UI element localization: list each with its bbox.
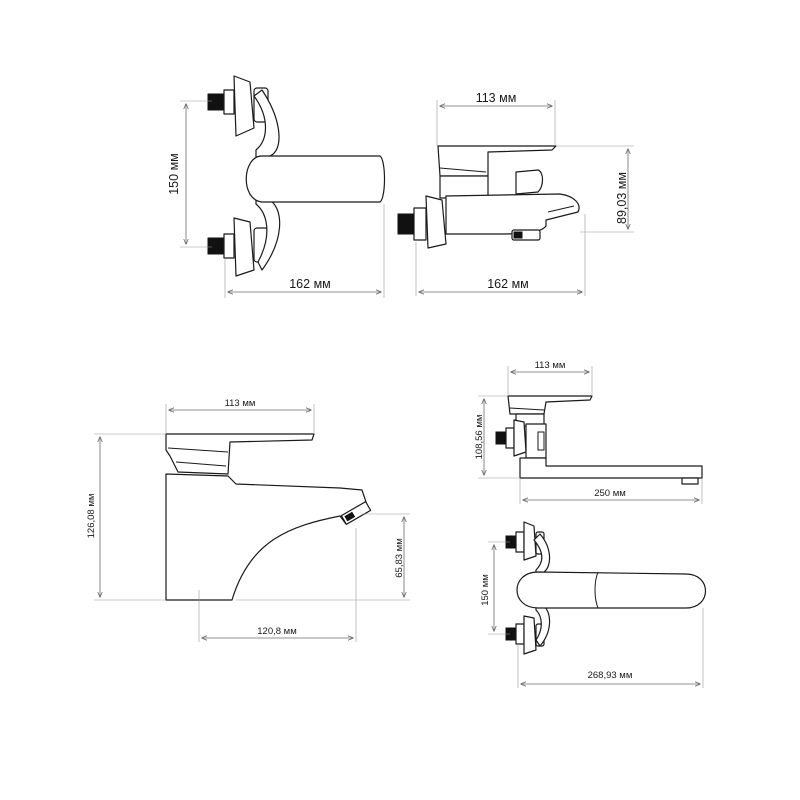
dim-side-height-label: 89,03 мм (615, 172, 629, 224)
dim-basin-height-label: 126,08 мм (86, 494, 97, 539)
long-spout-mixer-side-view: 113 мм 108,56 мм 250 мм (474, 360, 703, 504)
dim-long-front-width-label: 268,93 мм (588, 670, 633, 681)
dim-front-height-label: 150 мм (167, 153, 181, 195)
upper-eccentric-connector (207, 75, 269, 137)
basin-mixer-side-view: 113 мм 126,08 мм 65,83 мм 120,8 мм (86, 398, 410, 642)
long-lever-handle (516, 571, 707, 609)
dim-long-front-height-label: 150 мм (480, 574, 491, 606)
basin-lever (165, 433, 315, 475)
dim-long-handle-label: 113 мм (535, 360, 566, 371)
lower-eccentric-connector (207, 217, 269, 277)
bath-mixer-side-view: 113 мм 89,03 мм 162 мм (397, 91, 634, 296)
dim-long-spout-label: 250 мм (594, 488, 626, 499)
dim-long-height-label: 108,56 мм (474, 415, 485, 460)
dim-side-handle-label: 113 мм (476, 91, 517, 105)
dim-side-width-label: 162 мм (487, 277, 529, 291)
bath-mixer-front-view: 150 мм 162 мм (167, 75, 386, 298)
dim-basin-handle-label: 113 мм (225, 398, 256, 409)
dim-front-width-label: 162 мм (289, 277, 331, 291)
lever-handle (245, 155, 364, 203)
long-spout-mixer-front-view: 150 мм 268,93 мм (480, 521, 707, 688)
dim-basin-spout-height-label: 65,83 мм (394, 538, 405, 577)
dim-basin-reach-label: 120,8 мм (257, 626, 296, 637)
